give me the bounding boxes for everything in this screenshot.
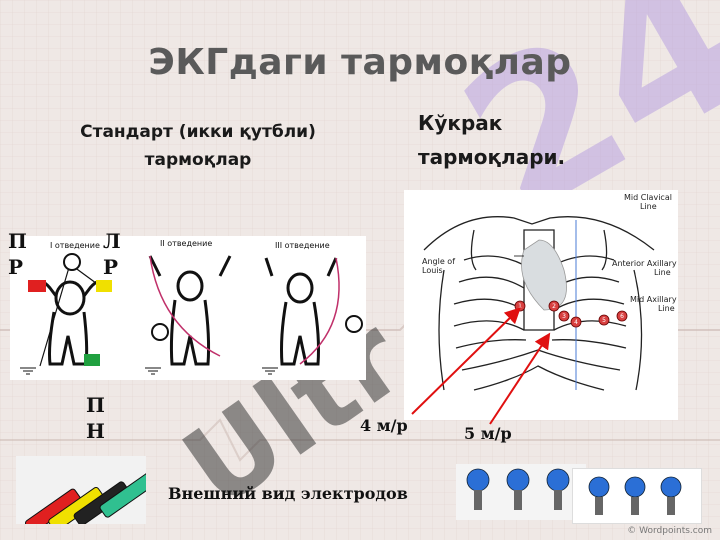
right-arm-label: П Р bbox=[8, 228, 27, 280]
rib-cage-drawing bbox=[423, 216, 655, 391]
electrode-v1-label: 1 bbox=[518, 303, 522, 310]
electrode-v2-label: 2 bbox=[552, 303, 556, 310]
right-arm-label-line2: Р bbox=[8, 255, 24, 279]
suction-cup-icon bbox=[546, 468, 570, 492]
electrode-v6-label: 6 bbox=[620, 313, 624, 320]
figure-lead-iii bbox=[264, 257, 338, 366]
electrodes-caption: Внешний вид электродов bbox=[168, 484, 408, 503]
left-arm-label-line2: Р bbox=[103, 255, 119, 279]
galvanometer-icon-2 bbox=[151, 323, 169, 341]
leg-label-line2: Н bbox=[86, 419, 105, 443]
mid-clavical-label-2: Line bbox=[640, 202, 657, 211]
arrow-v5 bbox=[489, 332, 551, 425]
suction-electrodes-photo bbox=[456, 464, 586, 520]
chest-leads-heading: Кўкрак тармоқлари. bbox=[418, 106, 638, 174]
right-arm-label-line1: П bbox=[8, 229, 27, 253]
electrode-v3-label: 3 bbox=[562, 313, 566, 320]
left-arm-label: Л Р bbox=[103, 228, 121, 280]
standard-heading-line1: Стандарт (икки қутбли) bbox=[80, 122, 316, 142]
limb-leads-illustration: I отведение II отведение III отведение bbox=[10, 236, 366, 380]
suction-cups-illustration-1 bbox=[466, 468, 570, 510]
suction-cup-icon bbox=[466, 468, 490, 492]
mid-clavical-label: Mid Clavical bbox=[624, 193, 672, 202]
lead-iii-title: III отведение bbox=[275, 241, 330, 250]
yellow-electrode-icon bbox=[96, 280, 112, 292]
electrode-v5-label: 5 bbox=[602, 317, 606, 324]
limb-leads-panel: I отведение II отведение III отведение bbox=[10, 236, 366, 380]
clip-electrodes-photo bbox=[16, 456, 146, 524]
pointer-4-label: 4 м/р bbox=[360, 416, 408, 435]
anterior-axillary-label: Anterior Axillary bbox=[612, 259, 677, 268]
ground-icon-3 bbox=[262, 367, 278, 375]
electrode-v6 bbox=[616, 310, 628, 322]
copyright-text: © Wordpoints.com bbox=[627, 526, 712, 536]
lead-i-title: I отведение bbox=[50, 241, 100, 250]
chest-leads-panel: 1 2 3 4 5 6 Mid Clavical Line Angle of L… bbox=[404, 190, 678, 420]
standard-heading-line2: тармоқлар bbox=[144, 150, 252, 170]
suction-electrodes-photo-2 bbox=[572, 468, 702, 524]
galvanometer-icon-3 bbox=[345, 315, 363, 333]
anterior-axillary-label-2: Line bbox=[654, 268, 671, 277]
arrow-v4 bbox=[411, 307, 521, 415]
ground-icon bbox=[20, 367, 36, 375]
left-arm-label-line1: Л bbox=[103, 229, 121, 253]
mid-axillary-label-2: Line bbox=[658, 304, 675, 313]
leg-label: П Н bbox=[86, 392, 105, 444]
red-electrode-icon bbox=[28, 280, 46, 292]
electrode-v3 bbox=[558, 310, 570, 322]
green-clip-icon bbox=[99, 473, 146, 518]
standard-leads-heading: Стандарт (икки қутбли) тармоқлар bbox=[48, 118, 348, 174]
angle-louis-label-2: Louis bbox=[422, 266, 443, 275]
electrode-v5 bbox=[598, 314, 610, 326]
suction-cup-icon bbox=[624, 476, 646, 498]
electrode-v2 bbox=[548, 300, 560, 312]
pointer-5-label: 5 м/р bbox=[464, 424, 512, 443]
galvanometer-icon bbox=[63, 253, 81, 271]
ground-icon-2 bbox=[145, 367, 161, 375]
chest-heading-line2: тармоқлари. bbox=[418, 145, 566, 169]
suction-cup-icon bbox=[588, 476, 610, 498]
angle-louis-label: Angle of bbox=[422, 257, 455, 266]
heart-shape bbox=[521, 239, 567, 311]
electrode-v4 bbox=[570, 316, 582, 328]
chest-leads-illustration: 1 2 3 4 5 6 Mid Clavical Line Angle of L… bbox=[404, 190, 678, 420]
suction-cup-icon bbox=[506, 468, 530, 492]
suction-cup-icon bbox=[660, 476, 682, 498]
slide-title: ЭКГдаги тармоқлар bbox=[148, 42, 572, 83]
clip-electrodes-illustration bbox=[16, 456, 146, 524]
suction-cups-illustration-2 bbox=[588, 476, 682, 515]
lead-ii-title: II отведение bbox=[160, 239, 212, 248]
chest-heading-line1: Кўкрак bbox=[418, 111, 503, 135]
mid-axillary-label: Mid Axillary bbox=[630, 295, 677, 304]
green-electrode-icon bbox=[84, 354, 100, 366]
chest-electrodes bbox=[514, 300, 628, 328]
electrode-v4-label: 4 bbox=[574, 319, 578, 326]
leg-label-line1: П bbox=[86, 393, 105, 417]
